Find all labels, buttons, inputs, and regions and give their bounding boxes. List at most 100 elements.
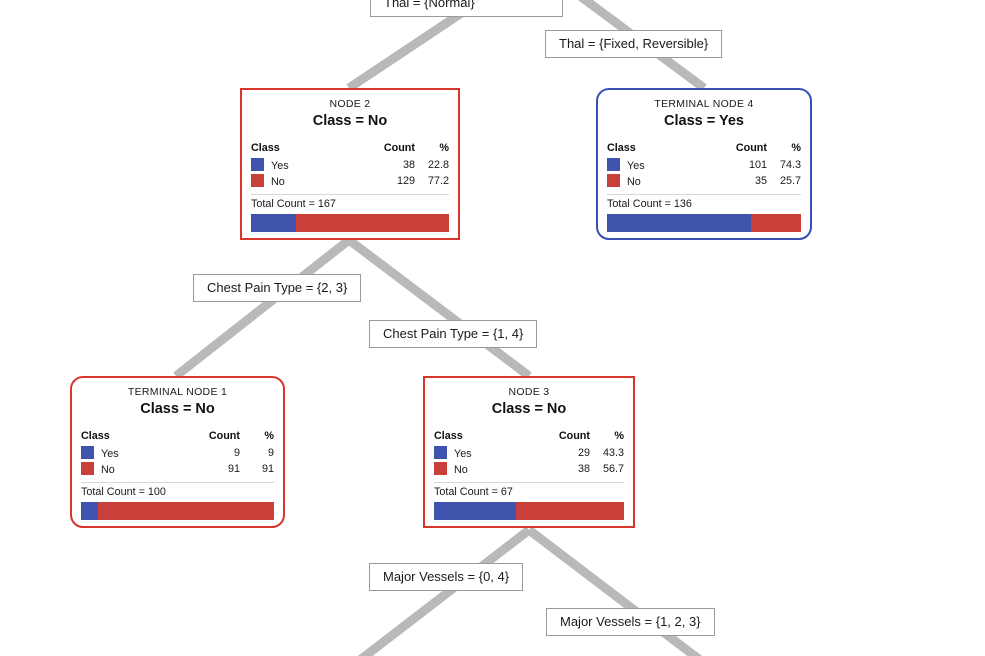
swatch-no-icon: [607, 173, 620, 187]
row-label: No: [454, 463, 468, 476]
row-class-yes: Yes: [251, 157, 341, 173]
table-row: Yes 101 74.3: [607, 157, 801, 173]
distribution-bar: [607, 213, 801, 232]
row-class-no: No: [434, 461, 519, 477]
row-count: 38: [577, 462, 590, 475]
col-header-pct: %: [439, 141, 449, 154]
row-count: 101: [748, 158, 767, 171]
tree-node-node-2[interactable]: NODE 2 Class = No Class Count % Yes 38 2…: [240, 88, 460, 240]
table-row: Yes 29 43.3: [434, 445, 624, 461]
total-prefix: Total Count =: [607, 197, 674, 210]
table-header-row: Class Count %: [434, 430, 624, 445]
edge-label-chest-pain-2-3[interactable]: Chest Pain Type = {2, 3}: [193, 274, 362, 303]
node-stats-table: Class Count % Yes 101 74.3 No 35 25.7: [607, 142, 801, 189]
edge-label-thal-fixed-reversible[interactable]: Thal = {Fixed, Reversible}: [545, 30, 723, 59]
row-class-yes: Yes: [607, 157, 694, 173]
edge-node2-left: [173, 236, 352, 380]
row-label: Yes: [101, 447, 119, 460]
table-row: No 129 77.2: [251, 173, 449, 189]
row-label: No: [627, 175, 641, 188]
row-label: No: [271, 175, 285, 188]
distribution-bar: [434, 501, 624, 520]
node-class-label: Class = Yes: [664, 113, 744, 130]
table-row: No 38 56.7: [434, 461, 624, 477]
edge-node3-right: [526, 526, 703, 656]
table-row: Yes 38 22.8: [251, 157, 449, 173]
row-pct: 43.3: [602, 446, 624, 459]
row-count: 91: [227, 462, 240, 475]
tree-node-terminal-node-1[interactable]: TERMINAL NODE 1 Class = No Class Count %…: [70, 376, 285, 528]
swatch-yes-icon: [607, 157, 620, 171]
col-header-count: Count: [383, 141, 415, 154]
node-stats-table: Class Count % Yes 29 43.3 No 38 56.7: [434, 430, 624, 477]
total-value: 67: [500, 485, 513, 498]
row-label: Yes: [271, 159, 289, 172]
row-count: 38: [402, 158, 415, 171]
bar-segment-yes: [434, 501, 517, 520]
edge-root-left: [346, 6, 469, 92]
col-header-class: Class: [607, 141, 636, 154]
table-row: No 91 91: [81, 461, 274, 477]
row-label: No: [101, 463, 115, 476]
bar-segment-no: [296, 213, 449, 232]
row-pct: 56.7: [602, 462, 624, 475]
row-pct: 74.3: [779, 158, 801, 171]
edge-label-major-vessels-0-4[interactable]: Major Vessels = {0, 4}: [369, 563, 524, 592]
total-prefix: Total Count =: [251, 197, 318, 210]
swatch-yes-icon: [251, 157, 264, 171]
table-row: Yes 9 9: [81, 445, 274, 461]
node-title: TERMINAL NODE 1: [127, 386, 228, 398]
row-class-no: No: [81, 461, 168, 477]
total-value: 167: [317, 197, 336, 210]
col-header-count: Count: [558, 429, 590, 442]
total-value: 136: [673, 197, 692, 210]
row-pct: 25.7: [779, 174, 801, 187]
node-total-section: Total Count = 136: [607, 193, 801, 232]
col-header-class: Class: [434, 429, 463, 442]
swatch-no-icon: [434, 461, 447, 475]
total-prefix: Total Count =: [81, 485, 148, 498]
table-row: No 35 25.7: [607, 173, 801, 189]
node-stats-table: Class Count % Yes 38 22.8 No 129 77.2: [251, 142, 449, 189]
total-count-text: Total Count = 167: [251, 198, 449, 210]
node-class-label: Class = No: [312, 113, 388, 130]
total-count-text: Total Count = 100: [81, 486, 274, 498]
col-header-class: Class: [251, 141, 280, 154]
total-prefix: Total Count =: [434, 485, 501, 498]
row-label: Yes: [627, 159, 645, 172]
row-class-no: No: [607, 173, 694, 189]
edge-label-thal-normal[interactable]: Thal = {Normal}: [370, 0, 563, 18]
edge-label-chest-pain-1-4[interactable]: Chest Pain Type = {1, 4}: [369, 320, 538, 349]
node-total-section: Total Count = 67: [434, 481, 624, 520]
swatch-no-icon: [81, 461, 94, 475]
node-class-label: Class = No: [491, 401, 567, 418]
row-class-yes: Yes: [81, 445, 168, 461]
swatch-yes-icon: [81, 445, 94, 459]
distribution-bar: [251, 213, 449, 232]
col-header-class: Class: [81, 429, 110, 442]
tree-node-terminal-node-4[interactable]: TERMINAL NODE 4 Class = Yes Class Count …: [596, 88, 812, 240]
row-pct: 22.8: [427, 158, 449, 171]
bar-segment-yes: [251, 213, 297, 232]
node-title: NODE 2: [329, 98, 371, 110]
table-header-row: Class Count %: [251, 142, 449, 157]
total-count-text: Total Count = 67: [434, 486, 624, 498]
col-header-count: Count: [735, 141, 767, 154]
edge-label-major-vessels-1-2-3[interactable]: Major Vessels = {1, 2, 3}: [546, 608, 715, 637]
edge-node2-right: [346, 236, 532, 380]
bar-segment-yes: [607, 213, 752, 232]
row-pct: 77.2: [427, 174, 449, 187]
distribution-bar: [81, 501, 274, 520]
row-count: 29: [577, 446, 590, 459]
col-header-count: Count: [208, 429, 240, 442]
row-class-yes: Yes: [434, 445, 519, 461]
total-value: 100: [147, 485, 166, 498]
edge-node3-left: [357, 526, 532, 656]
row-count: 35: [754, 174, 767, 187]
col-header-pct: %: [791, 141, 801, 154]
node-total-section: Total Count = 167: [251, 193, 449, 232]
tree-node-node-3[interactable]: NODE 3 Class = No Class Count % Yes 29 4…: [423, 376, 635, 528]
swatch-no-icon: [251, 173, 264, 187]
col-header-pct: %: [614, 429, 624, 442]
node-title: TERMINAL NODE 4: [654, 98, 754, 110]
